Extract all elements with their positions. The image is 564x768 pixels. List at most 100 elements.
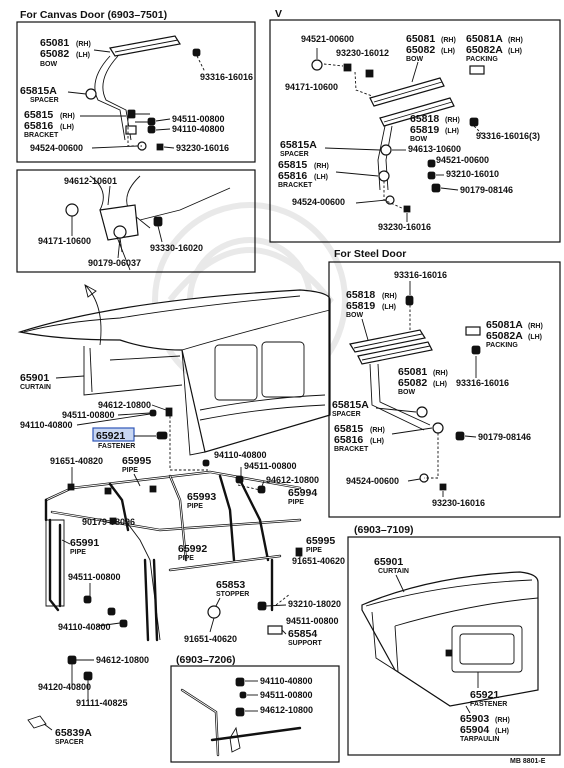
label-s-93230-16016: 93230-16016: [432, 498, 485, 508]
label-93210-18020: 93210-18020: [288, 599, 341, 609]
label-bow: BOW: [40, 61, 58, 68]
main-hood: 65901 CURTAIN 94612-10800 94511-00800 94…: [17, 284, 331, 471]
label-t-curtain: CURTAIN: [378, 568, 409, 575]
label-s-65081A-rh: (RH): [528, 323, 543, 330]
label-s-bow-2: BOW: [398, 389, 416, 396]
label-65993-pipe: PIPE: [187, 503, 203, 510]
label-94511-00800-r: 94511-00800: [286, 616, 339, 626]
label-v-65081A-rh: (RH): [508, 37, 523, 44]
label-t-65903-rh: (RH): [495, 717, 510, 724]
label-91651-40620: 91651-40620: [292, 556, 345, 566]
panel-bracket-detail: 94612-10601 94171-10600 93330-16020 9017…: [16, 169, 256, 273]
label-94613-10600: 94613-10600: [408, 144, 461, 154]
section-title-canvas-door: For Canvas Door (6903–7501): [20, 9, 167, 21]
label-s-65816-lh: (LH): [370, 438, 384, 445]
label-t-tarpaulin: TARPAULIN: [460, 736, 499, 743]
label-s-packing: PACKING: [486, 342, 518, 349]
section-title-small-range: (6903–7206): [176, 654, 236, 666]
label-93210-16010: 93210-16010: [446, 169, 499, 179]
label-94521-00600: 94521-00600: [301, 34, 354, 44]
label-s-65081A: 65081A: [486, 319, 523, 331]
label-94110-40800-pipe: 94110-40800: [214, 450, 267, 460]
label-v-94521-00600: 94521-00600: [436, 155, 489, 165]
label-65815-rh: (RH): [60, 113, 75, 120]
label-94110-40800: 94110-40800: [172, 124, 225, 134]
pipe-frame: [27, 459, 303, 729]
label-91111-40825: 91111-40825: [76, 698, 128, 708]
label-65995-b-pipe: PIPE: [306, 547, 322, 554]
label-v-65819-lh: (LH): [445, 128, 459, 135]
label-65921[interactable]: 65921: [96, 430, 125, 442]
label-s-65819-lh: (LH): [382, 304, 396, 311]
label-94120-40800: 94120-40800: [38, 682, 91, 692]
label-s-65081-rh: (RH): [433, 370, 448, 377]
label-sr-94511-00800: 94511-00800: [260, 690, 313, 700]
label-65994-pipe: PIPE: [288, 499, 304, 506]
highlight-65921[interactable]: [92, 427, 135, 442]
label-65991-pipe: PIPE: [70, 549, 86, 556]
label-spacer: SPACER: [30, 97, 59, 104]
label-sr-94612-10800: 94612-10800: [260, 705, 313, 715]
label-bracket: BRACKET: [24, 132, 59, 139]
panel-tarpaulin: (6903–7109) 65901 CURTAIN 65921 FASTENER…: [347, 524, 561, 756]
label-s-spacer: SPACER: [332, 411, 361, 418]
label-94511-00800-leg: 94511-00800: [68, 572, 121, 582]
label-fastener: FASTENER: [98, 443, 135, 450]
label-t-65904-lh: (LH): [495, 728, 509, 735]
panel-small-range: (6903–7206) 94110-40800 94511-00800 9461…: [170, 654, 340, 763]
label-stopper: STOPPER: [216, 591, 249, 598]
label-s-90179-08146: 90179-08146: [478, 432, 531, 442]
label-s-65082A: 65082A: [486, 330, 523, 342]
label-s-65818: 65818: [346, 289, 375, 301]
label-65991: 65991: [70, 537, 99, 549]
label-s-65082: 65082: [398, 377, 427, 389]
label-93316-16016-3: 93316-16016(3): [476, 131, 540, 141]
label-s-65081: 65081: [398, 366, 427, 378]
label-v-packing: PACKING: [466, 56, 498, 63]
label-t-65903: 65903: [460, 713, 489, 725]
label-s-65815: 65815: [334, 423, 363, 435]
label-curtain: CURTAIN: [20, 384, 51, 391]
label-v-93230-16016: 93230-16016: [378, 222, 431, 232]
label-94511-00800-main: 94511-00800: [62, 410, 115, 420]
label-65816-lh: (LH): [60, 124, 74, 131]
label-65994: 65994: [288, 487, 317, 499]
label-v-65816-lh: (LH): [314, 174, 328, 181]
label-94612-10800-pipe: 94612-10800: [266, 475, 319, 485]
label-v-65815A: 65815A: [280, 139, 317, 151]
label-65816: 65816: [24, 120, 53, 132]
label-94171-10600: 94171-10600: [285, 82, 338, 92]
label-65082-lh: (LH): [76, 52, 90, 59]
label-v-65815-rh: (RH): [314, 163, 329, 170]
label-v-65818: 65818: [410, 113, 439, 125]
label-v-bow-2: BOW: [410, 136, 428, 143]
footer-code: MB 8801-E: [510, 758, 546, 765]
label-s-93316-16016-b: 93316-16016: [456, 378, 509, 388]
label-65081: 65081: [40, 37, 69, 49]
section-title-v: V: [275, 8, 282, 20]
label-65992-pipe: PIPE: [178, 555, 194, 562]
label-94110-40800-main: 94110-40800: [20, 420, 73, 430]
label-91651-40620-b: 91651-40620: [184, 634, 237, 644]
label-t-65901: 65901: [374, 556, 403, 568]
label-s-93316-16016: 93316-16016: [394, 270, 447, 280]
label-93316-16016: 93316-16016: [200, 72, 253, 82]
label-65853: 65853: [216, 579, 245, 591]
label-s-65816: 65816: [334, 434, 363, 446]
label-94110-40800-leg: 94110-40800: [58, 622, 111, 632]
label-v-spacer: SPACER: [280, 151, 309, 158]
panel-canvas-door: For Canvas Door (6903–7501) 65081 (RH) 6…: [16, 9, 256, 163]
label-v-65082: 65082: [406, 44, 435, 56]
label-s-65815-rh: (RH): [370, 427, 385, 434]
label-s-65818-rh: (RH): [382, 293, 397, 300]
label-94511-00800-pipe: 94511-00800: [244, 461, 297, 471]
label-94612-10800-leg: 94612-10800: [96, 655, 149, 665]
label-v-65819: 65819: [410, 124, 439, 136]
label-94612-10800: 94612-10800: [98, 400, 151, 410]
label-t-65904: 65904: [460, 724, 489, 736]
label-support: SUPPORT: [288, 640, 323, 647]
label-v-65082A: 65082A: [466, 44, 503, 56]
label-94171-10600-detail: 94171-10600: [38, 236, 91, 246]
label-v-65081A: 65081A: [466, 33, 503, 45]
label-93230-16016: 93230-16016: [176, 143, 229, 153]
